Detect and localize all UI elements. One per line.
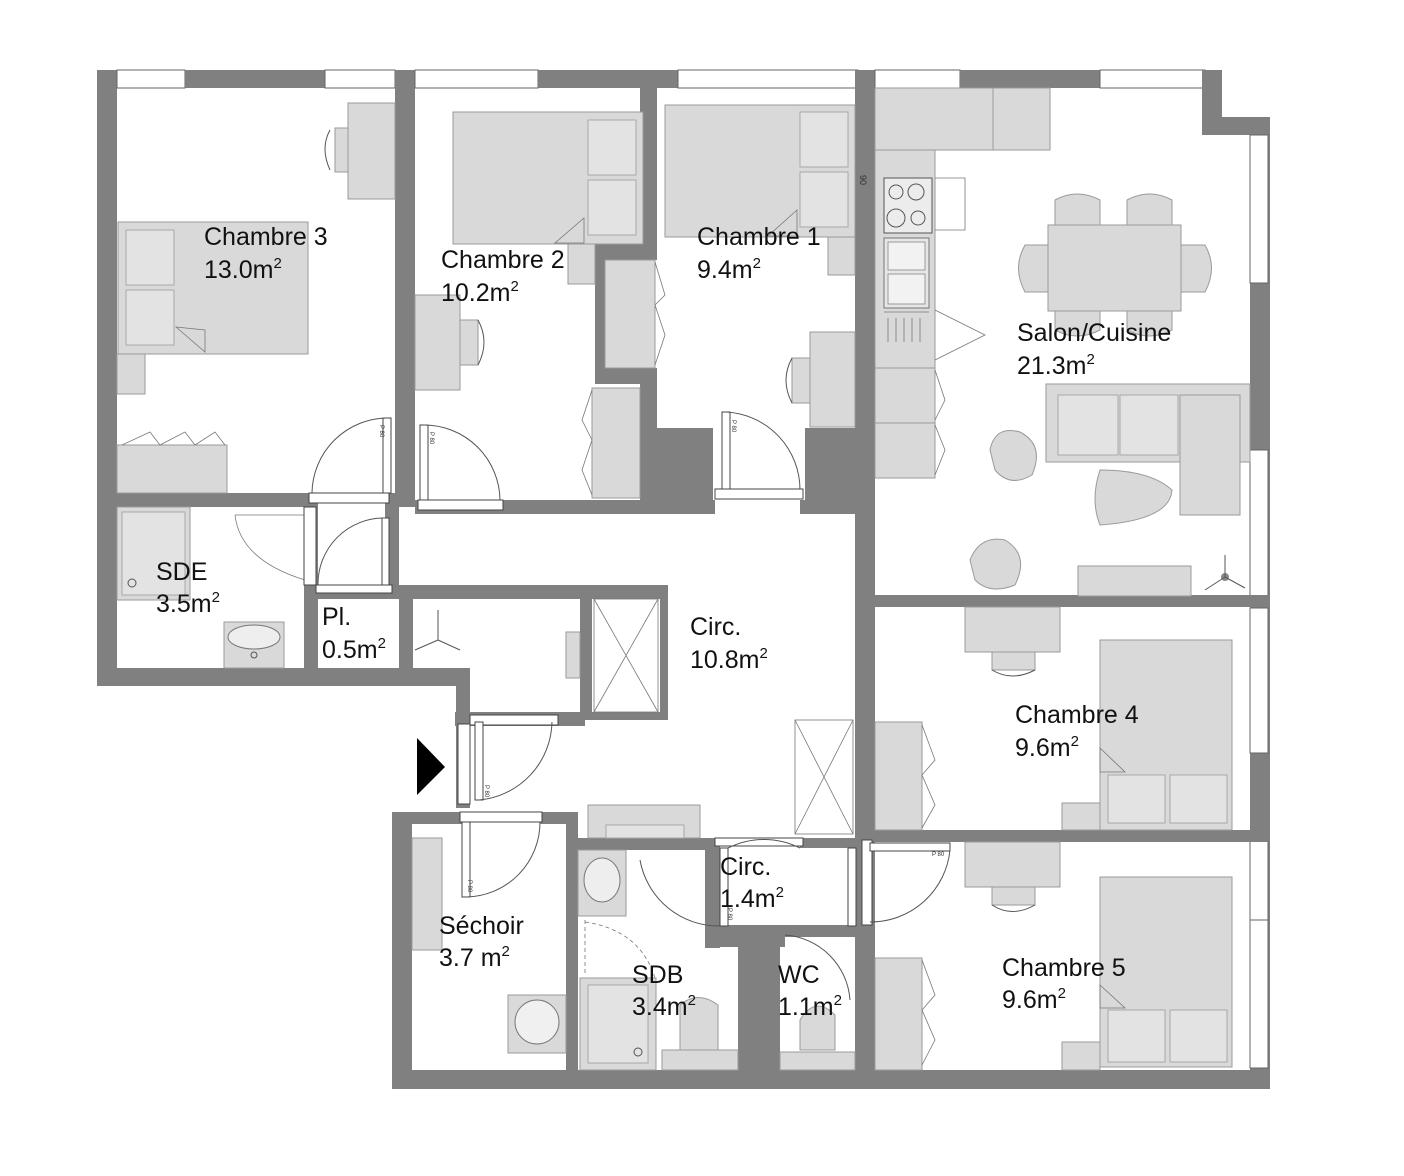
room-labels: Chambre 3 13.0m2 Chambre 2 10.2m2 Chambr… [156,223,1171,1021]
ceiling-fan-icon [414,610,461,651]
room-area-chambre2: 10.2m2 [441,278,519,307]
room-area-salon: 21.3m2 [1017,351,1095,380]
room-area-sde: 3.5m2 [156,589,220,618]
room-name-wc: WC [778,961,820,989]
door-label: P 80 [428,432,434,445]
room-name-circ: Circ. [690,613,741,641]
room-name-sdb: SDB [632,961,683,989]
room-name-circ2: Circ. [720,853,771,881]
door-label: P 80 [932,852,945,858]
room-area-sechoir: 3.7 m2 [439,943,510,972]
room-area-chambre3: 13.0m2 [204,255,282,284]
door-label: P 80 [466,880,472,893]
door-label: P 80 [378,425,384,438]
doors: P 80 P 80 P 80 P 80 P 80 P 80 [303,411,951,1001]
room-name-chambre4: Chambre 4 [1015,701,1139,729]
room-name-chambre1: Chambre 1 [697,223,821,251]
room-area-circ: 10.8m2 [690,645,768,674]
ceiling-fan-icon [1204,555,1246,591]
svg-text:90: 90 [858,175,868,185]
entrance-arrow-icon [417,738,445,795]
door-label: P 80 [483,785,489,798]
room-area-chambre4: 9.6m2 [1015,733,1079,762]
door-label: P 80 [726,908,732,921]
room-area-chambre1: 9.4m2 [697,255,761,284]
room-name-chambre5: Chambre 5 [1002,954,1126,982]
room-name-sechoir: Séchoir [439,912,524,940]
room-name-chambre3: Chambre 3 [204,223,328,251]
room-name-pl: Pl. [322,603,351,631]
room-area-circ2: 1.4m2 [720,884,784,913]
walls [97,69,1270,1089]
room-name-sde: SDE [156,558,207,586]
door-label: P 80 [730,420,736,433]
room-name-chambre2: Chambre 2 [441,246,565,274]
room-area-chambre5: 9.6m2 [1002,985,1066,1014]
room-name-salon: Salon/Cuisine [1017,319,1171,347]
furniture: 90 [116,87,1251,1071]
room-area-sdb: 3.4m2 [632,992,696,1021]
room-area-pl: 0.5m2 [322,635,386,664]
room-area-wc: 1.1m2 [778,992,842,1021]
